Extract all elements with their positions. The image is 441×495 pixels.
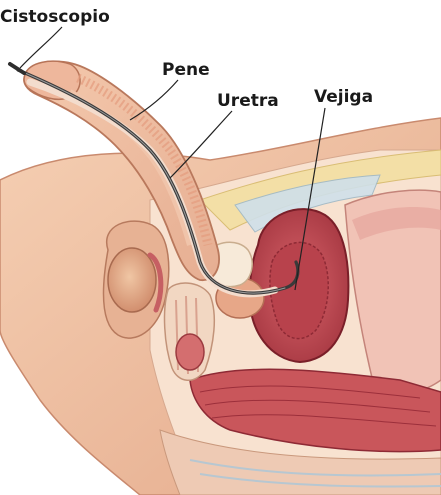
label-bladder: Vejiga (314, 89, 373, 106)
urethral-sphincter (176, 334, 204, 370)
testis (108, 248, 156, 312)
label-urethra: Uretra (217, 93, 279, 110)
label-penis: Pene (162, 62, 210, 79)
label-cystoscope: Cistoscopio (0, 9, 110, 26)
